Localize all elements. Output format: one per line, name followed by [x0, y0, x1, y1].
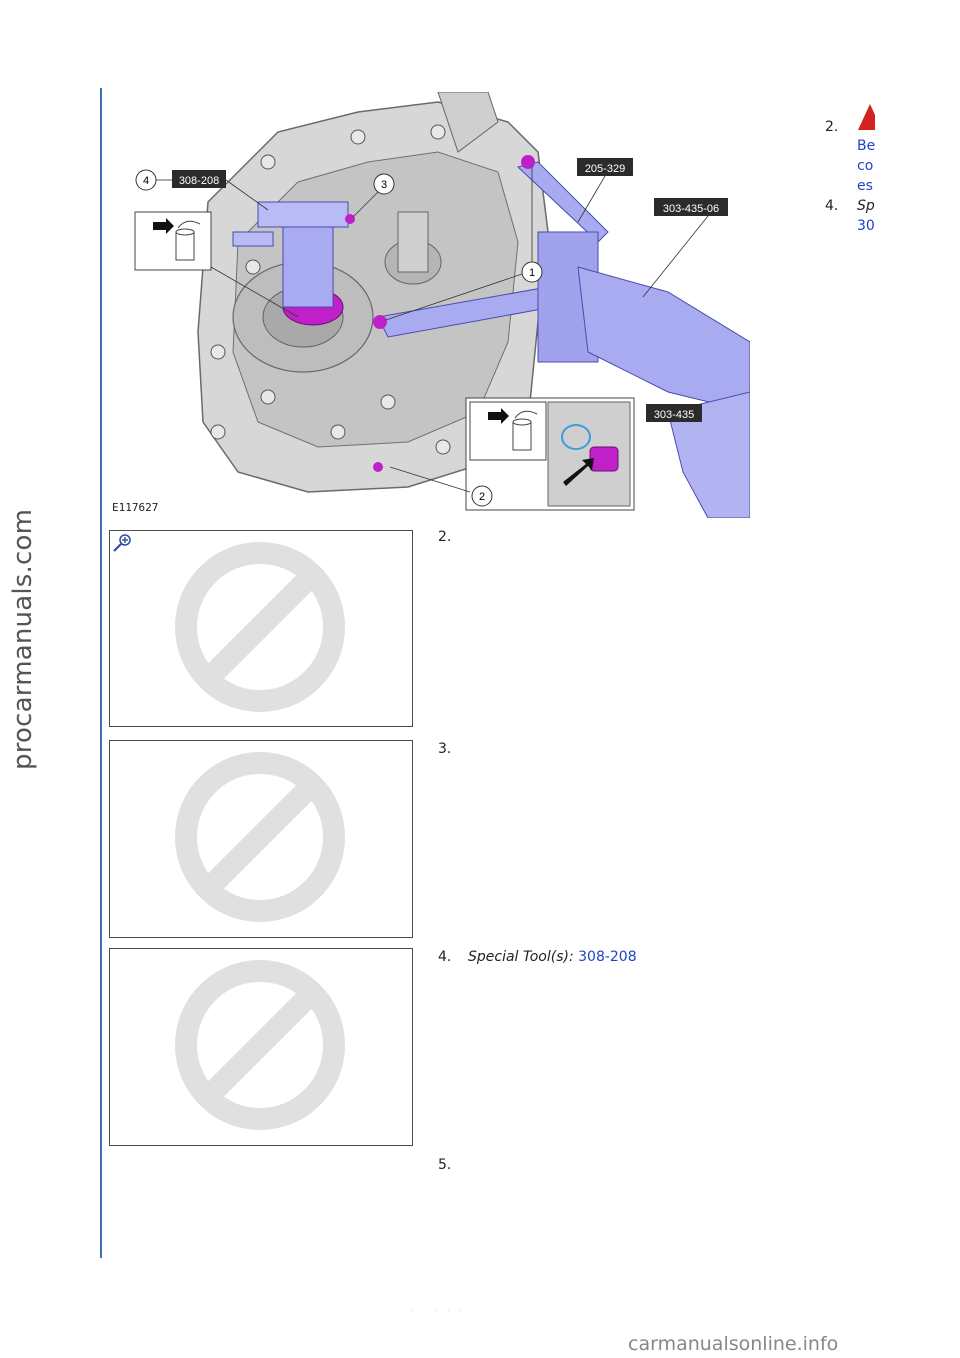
- warning-text-line: es: [857, 178, 873, 194]
- left-margin-rule: [100, 88, 102, 1258]
- no-image-icon: [175, 960, 345, 1130]
- warning-text-line: Be: [857, 138, 875, 154]
- special-tool-label: Special Tool(s):: [468, 949, 574, 965]
- right-column-snippet: 2. Be co es 4. Sp 30: [820, 100, 875, 240]
- bottom-watermark: carmanualsonline.info: [628, 1333, 839, 1355]
- svg-text:1: 1: [529, 267, 535, 279]
- zoom-icon[interactable]: [112, 533, 132, 553]
- drain-plug-inset: 2: [389, 397, 635, 511]
- step-image[interactable]: [109, 948, 413, 1146]
- callout-303-435-06: 303-435-06: [642, 198, 728, 298]
- waste-bin-icon: [175, 220, 201, 261]
- page-footer: · · · · ·: [410, 1306, 466, 1317]
- callout-number-2: [471, 485, 493, 507]
- tool-308-208-shape: [232, 201, 349, 308]
- step-image[interactable]: [109, 740, 413, 938]
- svg-text:2: 2: [479, 491, 485, 503]
- step-image[interactable]: [109, 530, 413, 727]
- svg-text:308-208: 308-208: [179, 175, 219, 187]
- no-image-icon: [175, 752, 345, 922]
- step-number: 5.: [438, 1157, 452, 1173]
- figure-code: E117627: [112, 501, 159, 514]
- side-watermark: procarmanuals.com: [8, 508, 38, 770]
- warning-icon: [858, 104, 875, 130]
- callout-205-329: 205-329: [577, 158, 633, 223]
- special-tool-link[interactable]: 308-208: [578, 949, 637, 965]
- step-number: 2.: [825, 119, 839, 135]
- warning-text-line: co: [857, 158, 874, 174]
- svg-text:303-435-06: 303-435-06: [663, 203, 719, 215]
- step-number: 3.: [438, 741, 452, 757]
- engine-stand-bracket: [345, 155, 750, 518]
- no-image-icon: [175, 542, 345, 712]
- special-tool-label: Sp: [857, 198, 875, 214]
- waste-bin-icon: [512, 410, 538, 451]
- callout-number-3: 3: [352, 173, 395, 218]
- step-text: Special Tool(s): 308-208: [468, 949, 637, 965]
- svg-text:3: 3: [381, 179, 387, 191]
- arrow-icon: [153, 218, 174, 234]
- callout-308-208: 308-208: [172, 170, 269, 211]
- svg-text:205-329: 205-329: [585, 163, 625, 175]
- svg-text:303-435: 303-435: [654, 409, 694, 421]
- step-number: 2.: [438, 529, 452, 545]
- svg-text:4: 4: [143, 175, 149, 187]
- arrow-icon: [488, 408, 509, 424]
- step-number: 4.: [438, 949, 452, 965]
- waste-bin-inset-left: [134, 211, 299, 318]
- transmission-illustration: 308-208 205-329 303-435-06 303-435 4 3 1: [134, 92, 750, 518]
- callout-number-1: 1: [385, 167, 543, 321]
- callout-303-435: 303-435: [646, 404, 702, 422]
- special-tool-link[interactable]: 30: [857, 218, 875, 234]
- step-number: 4.: [825, 198, 839, 214]
- callout-number-4: 4: [135, 169, 172, 191]
